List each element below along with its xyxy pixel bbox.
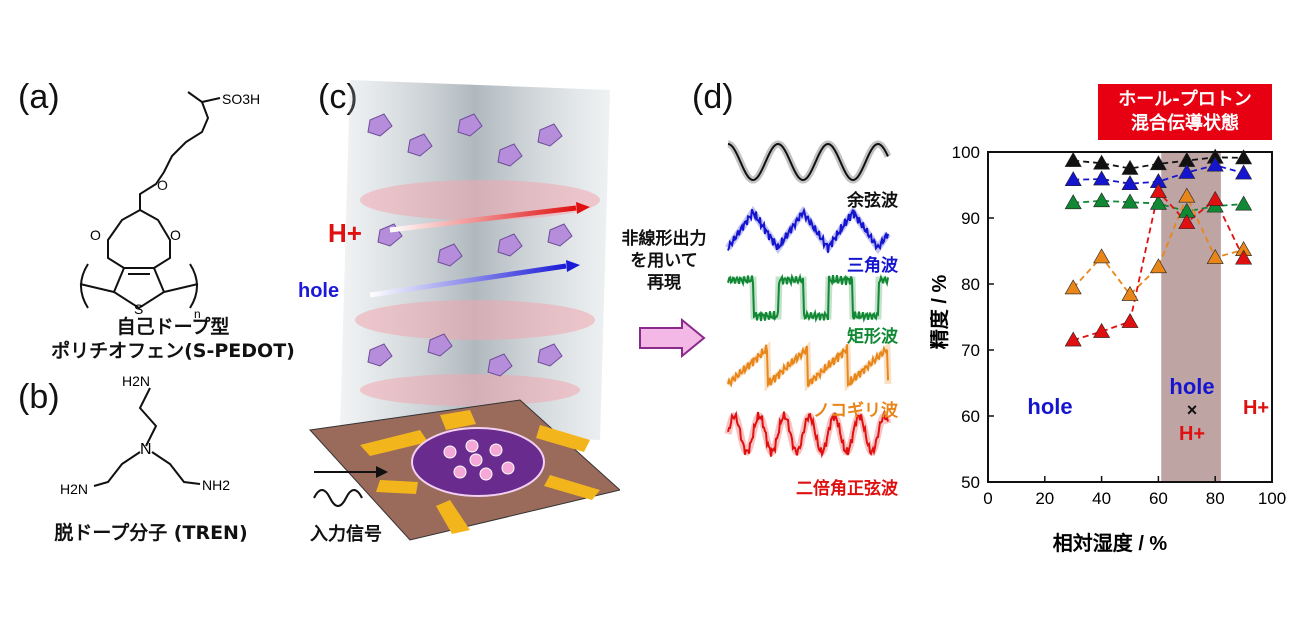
data-point-s3-5 [1206,248,1224,264]
tren-structure: N H2N H2N NH2 [60,373,230,497]
y-tick-label: 70 [961,341,980,360]
ether-oxygen-text: O [157,177,168,193]
data-point-s0-6 [1235,149,1253,165]
badge-line2: 混合伝導状態 [1131,113,1239,134]
data-point-s0-1 [1093,154,1111,170]
data-point-s1-0 [1064,171,1082,187]
data-point-s3-2 [1121,285,1139,301]
wave-label-square: 矩形波 [847,327,898,347]
data-point-s4-3 [1149,182,1167,198]
wave-output-0 [727,142,889,182]
y-tick-label: 100 [952,143,980,162]
data-point-s1-5 [1206,156,1224,172]
plot-frame [987,151,1273,483]
input-signal-label: 入力信号 [310,524,382,545]
x-tick-label: 80 [1206,489,1225,508]
data-point-s3-1 [1093,248,1111,264]
transform-text: 非線形出力 を用いて 再現 [608,228,720,294]
annotation-proton-mixed: H+ [1179,423,1205,445]
wave-label-cosine: 余弦波 [847,191,898,211]
data-point-s0-2 [1121,159,1139,175]
proton-arrow [389,205,577,233]
tren-amine-left-text: H2N [60,481,88,497]
tren-nitrogen-text: N [140,441,152,458]
data-point-s4-1 [1093,322,1111,338]
hole-arrow [369,263,567,298]
data-point-s1-1 [1093,170,1111,186]
data-point-s0-3 [1149,155,1167,171]
wave-target-0 [727,140,892,184]
annotation-hole-left: hole [1027,394,1072,419]
wave-label-sawtooth: ノコギリ波 [813,401,898,421]
waveform-stack [724,140,892,459]
wave-label-double-sine: 二倍角正弦波 [796,479,898,499]
s-pedot-caption-line1: 自己ドープ型 [116,316,230,338]
wave-target-2 [728,276,888,320]
s-pedot-caption-line2: ポリチオフェン(S-PEDOT) [51,340,295,362]
mixed-conduction-badge: ホール-プロトン 混合伝導状態 [1098,84,1272,140]
panel-a-label: (a) [18,78,60,116]
y-tick-label: 50 [961,473,980,492]
data-point-s4-6 [1235,249,1253,265]
ring-oxygen-left-text: O [90,227,101,243]
x-tick-label: 60 [1149,489,1168,508]
x-tick-label: 40 [1092,489,1111,508]
transform-text-line2: を用いて [630,251,698,271]
sulfonate-group-text: SO3H [222,91,260,107]
data-point-s2-2 [1121,193,1139,209]
tren-amine-right-text: NH2 [202,477,230,493]
data-point-s2-0 [1064,194,1082,210]
tren-amine-top-text: H2N [122,373,150,389]
data-point-s4-4 [1178,214,1196,229]
proton-label: H+ [328,218,362,248]
y-tick-label: 90 [961,209,980,228]
accuracy-chart: 0 20 40 60 80 100 50 60 70 80 90 100 相対湿度 / % 精度 / … [930,143,1286,555]
data-point-s3-4 [1178,187,1196,203]
panel-b-label: (b) [18,378,60,416]
data-point-s0-0 [1064,151,1082,167]
badge-line1: ホール-プロトン [1118,89,1252,110]
annotation-cross: × [1187,400,1198,420]
data-point-s4-0 [1064,331,1082,347]
annotation-proton-right: H+ [1243,397,1269,419]
x-tick-label: 20 [1035,489,1054,508]
transform-text-line3: 再現 [647,273,681,293]
x-axis-label: 相対湿度 / % [1053,531,1168,555]
data-point-s3-0 [1064,279,1082,295]
hole-label: hole [298,280,340,302]
data-point-s1-2 [1121,175,1139,190]
s-pedot-structure: SO3H O O O S n [79,91,260,320]
y-tick-label: 80 [961,275,980,294]
right-arrow-icon [639,318,706,358]
data-point-s4-5 [1206,190,1224,206]
tren-caption: 脱ドープ分子 (TREN) [54,522,248,544]
data-point-s2-1 [1093,192,1111,208]
y-tick-label: 60 [961,407,980,426]
thiophene-sulfur-text: S [134,301,143,317]
data-point-s4-2 [1121,313,1139,328]
data-point-s1-4 [1178,163,1196,179]
wave-output-4 [727,409,889,459]
ring-oxygen-right-text: O [170,227,181,243]
data-point-s2-6 [1235,195,1253,211]
wave-label-triangle: 三角波 [847,256,898,276]
wave-output-3 [727,344,889,388]
wave-output-1 [727,207,889,253]
data-point-s3-3 [1149,258,1167,274]
device-illustration [308,80,620,541]
data-point-s2-3 [1149,194,1167,210]
panel-d-label: (d) [692,78,734,116]
x-tick-label: 0 [983,489,992,508]
data-point-s1-6 [1235,164,1253,180]
input-wave-icon [313,489,363,507]
y-axis-label: 精度 / % [930,275,951,350]
transform-text-line1: 非線形出力 [621,229,707,249]
wave-output-2 [727,272,889,323]
repeat-index-text: n [194,307,201,320]
annotation-hole-mixed: hole [1169,374,1214,399]
x-tick-label: 100 [1258,489,1286,508]
